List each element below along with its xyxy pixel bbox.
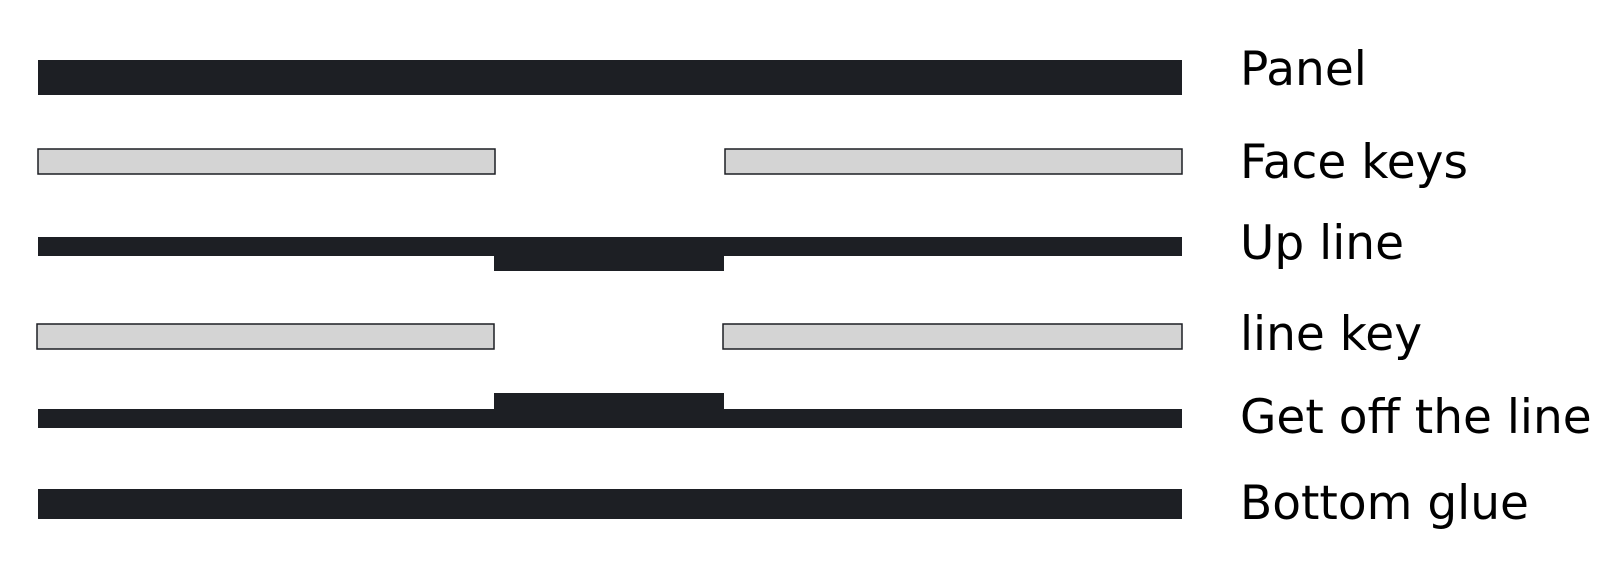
up-line-label: Up line [1240,216,1404,271]
line-key-label: line key [1240,307,1423,362]
get-off-the-line-label: Get off the line [1240,390,1592,445]
face-keys-layer-right [724,148,1183,175]
panel-label: Panel [1240,42,1367,97]
panel-layer [38,60,1182,95]
face-keys-layer-left [37,148,496,175]
line-key-layer-right [722,323,1183,350]
bottom-glue-label: Bottom glue [1240,476,1529,531]
line-key-layer-left [36,323,495,350]
face-keys-label: Face keys [1240,135,1468,190]
up-line-layer [38,237,1182,271]
get-off-the-line-layer [38,393,1182,428]
bottom-glue-layer [38,489,1182,519]
